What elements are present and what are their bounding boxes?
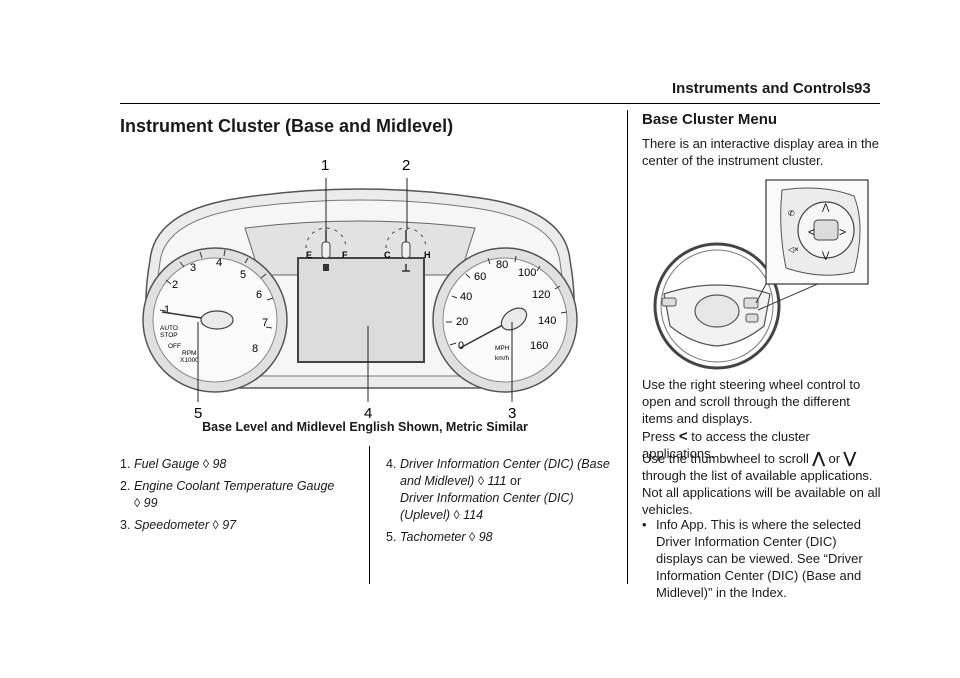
down-chevron-icon: ⋁ <box>843 450 856 467</box>
tach-number: 2 <box>172 279 178 291</box>
fuel-gauge: E F <box>305 227 348 271</box>
mph-label: MPH <box>495 345 510 352</box>
speed-number: 80 <box>496 259 508 271</box>
list-item: 3. Speedometer ◊ 97 <box>120 518 237 532</box>
tach-hub <box>200 310 234 330</box>
running-header-section: Instruments and Controls <box>672 80 855 97</box>
callout-list-right: 4. Driver Information Center (DIC) (Base… <box>386 456 616 551</box>
list-item: 4. Driver Information Center (DIC) (Base… <box>386 457 610 522</box>
svg-text:C: C <box>384 250 391 260</box>
column-rule <box>627 110 628 584</box>
bullet-icon: • <box>642 517 647 532</box>
left-chevron-icon: < <box>678 428 688 445</box>
page-number: 93 <box>854 80 871 97</box>
thermometer-icon <box>402 264 410 272</box>
speed-number: 160 <box>530 340 548 352</box>
intro-paragraph: There is an interactive display area in … <box>642 136 880 168</box>
up-arrow-icon: ⋀ <box>821 202 830 212</box>
speedo-hub <box>500 307 528 331</box>
kmh-label: km/h <box>495 355 509 362</box>
svg-text:F: F <box>342 250 348 260</box>
instrument-cluster-illustration: 1 2 3 4 5 6 7 8 AUTO STOP OFF RPM X1000 … <box>142 157 578 420</box>
down-arrow-icon: ⋁ <box>821 250 830 260</box>
list-item: 2. Engine Coolant Temperature Gauge◊ 99 <box>120 479 335 510</box>
speed-number: 40 <box>460 291 472 303</box>
callout-2: 2 <box>402 157 410 174</box>
voice-icon: ✆ <box>788 209 795 218</box>
svg-text:H: H <box>424 250 431 260</box>
up-chevron-icon: ⋀ <box>812 450 825 467</box>
list-item: 1. Fuel Gauge ◊ 98 <box>120 457 227 471</box>
callout-5: 5 <box>194 405 202 420</box>
tach-number: 7 <box>262 317 268 329</box>
use-paragraph: Use the right steering wheel control to … <box>642 377 861 426</box>
section-title: Instrument Cluster (Base and Midlevel) <box>120 116 454 136</box>
speed-number: 0 <box>458 340 464 352</box>
tach-number: 3 <box>190 262 196 274</box>
subsection-heading: Base Cluster Menu <box>642 111 778 128</box>
speed-number: 120 <box>532 289 550 301</box>
speed-number: 100 <box>518 267 536 279</box>
wheel-hub <box>694 294 740 328</box>
press-paragraph: Press < to access the cluster applicatio… <box>642 428 810 461</box>
header-rule <box>120 103 880 104</box>
speed-number: 20 <box>456 316 468 328</box>
center-display <box>297 257 425 363</box>
mute-icon: ◁× <box>788 245 799 254</box>
right-control-pad <box>743 297 759 309</box>
speed-number: 140 <box>538 315 556 327</box>
coolant-temperature-gauge: C H <box>384 227 431 272</box>
speed-number: 60 <box>474 271 486 283</box>
tach-number: 1 <box>164 304 170 316</box>
x1000-label: X1000 <box>180 357 199 364</box>
bullet-item-info-app: • Info App. This is where the selected D… <box>642 517 863 600</box>
callout-1: 1 <box>321 157 329 174</box>
callout-3: 3 <box>508 405 516 420</box>
svg-text:E: E <box>306 250 312 260</box>
figure-caption: Base Level and Midlevel English Shown, M… <box>202 420 528 434</box>
list-item: 5. Tachometer ◊ 98 <box>386 530 493 544</box>
tach-number: 6 <box>256 289 262 301</box>
tach-number: 5 <box>240 269 246 281</box>
fuel-pump-icon <box>323 264 329 271</box>
thumbwheel-paragraph: Use the thumbwheel to scroll ⋀ or ⋁ thro… <box>642 450 881 517</box>
right-arrow-icon: > <box>839 225 846 239</box>
auto-stop-label: AUTO <box>160 325 178 332</box>
tach-number: 4 <box>216 257 222 269</box>
callout-list-left: 1. Fuel Gauge ◊ 98 2. Engine Coolant Tem… <box>120 456 350 539</box>
auto-stop-label: STOP <box>160 332 178 339</box>
column-rule <box>369 446 370 584</box>
off-label: OFF <box>168 343 181 350</box>
steering-wheel-illustration: < > ⋀ ⋁ ✆ ◁× <box>653 179 869 370</box>
rpm-label: RPM <box>182 350 196 357</box>
callout-4: 4 <box>364 405 372 420</box>
tach-number: 8 <box>252 343 258 355</box>
left-arrow-icon: < <box>808 225 815 239</box>
